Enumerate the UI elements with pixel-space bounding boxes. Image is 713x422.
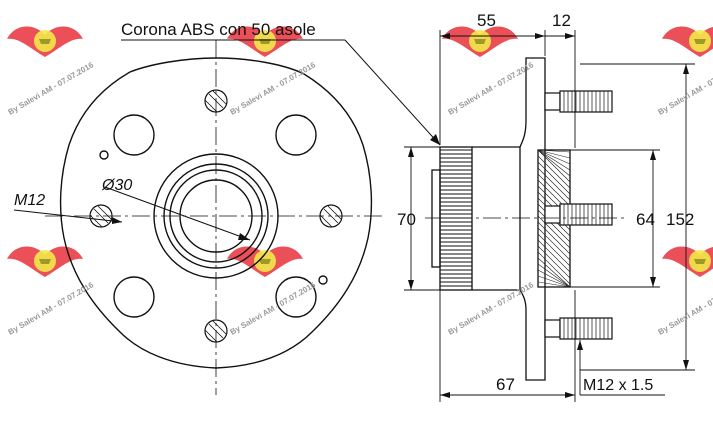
watermark-text: By Salevi AM - 07.07.2016 (7, 280, 96, 337)
stud-side-middle (544, 203, 613, 226)
watermark-text: By Salevi AM - 07.07.2016 (7, 60, 96, 117)
watermark-text: By Salevi AM - 07.07.2016 (657, 280, 713, 337)
bolt-hole (275, 276, 317, 318)
dimension-arrows (408, 33, 689, 398)
dim-abs-diameter: 70 (397, 210, 416, 229)
m12-arrow (112, 217, 122, 224)
abs-teeth (440, 149, 472, 287)
dim-bolt-span: 152 (666, 210, 694, 229)
bolt-hole (275, 114, 317, 156)
abs-stub (431, 169, 441, 268)
small-hole (318, 275, 328, 285)
side-studs (544, 90, 613, 340)
m12-leader (13, 209, 123, 223)
bore-diameter-label: Ø30 (101, 177, 132, 194)
stud-threads (563, 91, 609, 339)
watermark-logo (442, 26, 518, 57)
bolt-hole (113, 276, 155, 318)
bolt-hole (113, 114, 155, 156)
front-centerlines (45, 40, 385, 395)
bore-arrow (238, 233, 250, 240)
dim-flange-width: 12 (552, 11, 571, 30)
watermark-text: By Salevi AM - 07.07.2016 (447, 280, 536, 337)
pilot-hatch (537, 149, 571, 288)
dim-overall-length: 67 (496, 375, 515, 394)
abs-arrow (430, 134, 440, 145)
abs-leader (344, 39, 441, 146)
watermark-text: By Salevi AM - 07.07.2016 (229, 280, 318, 337)
bore-leader (104, 186, 251, 241)
watermark-text: By Salevi AM - 07.07.2016 (447, 60, 536, 117)
watermark-logo (662, 246, 713, 277)
stud-side-bottom (544, 317, 613, 340)
abs-ring (439, 146, 473, 291)
watermark-logo (662, 26, 713, 57)
flange-outline (59, 57, 373, 369)
watermark-text: By Salevi AM - 07.07.2016 (229, 60, 318, 117)
dim-pilot-diameter: 64 (636, 210, 655, 229)
bolt-size-label: M12 (14, 192, 45, 209)
small-hole (99, 150, 109, 160)
dim-hub-depth: 55 (477, 11, 496, 30)
stud-side-top (544, 90, 613, 113)
watermark-logo (7, 26, 83, 57)
hub-body (472, 146, 521, 291)
stud-thread-label: M12 x 1.5 (583, 377, 653, 394)
abs-ring-label: Corona ABS con 50 asole (121, 20, 316, 39)
watermark-logo (227, 246, 303, 277)
